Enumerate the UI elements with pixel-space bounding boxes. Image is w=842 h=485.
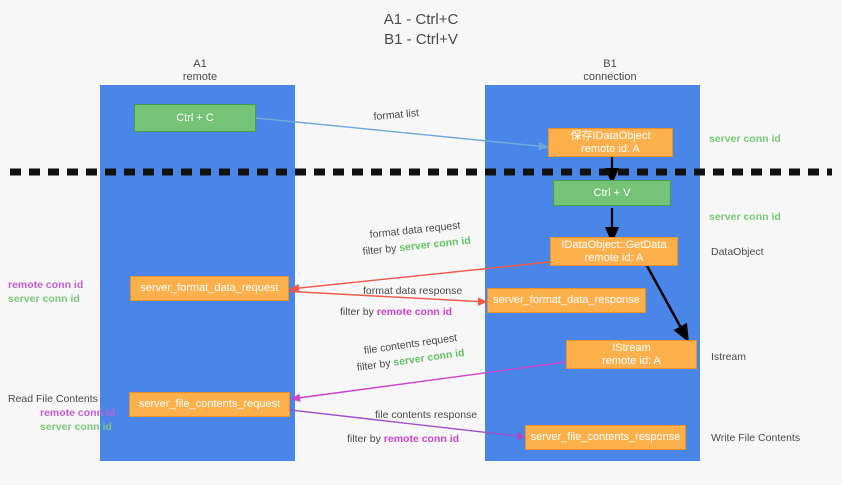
box-server-format-data-request-label: server_format_data_request	[140, 282, 279, 294]
dashed-separator	[10, 168, 832, 176]
left-annotation-server-conn-id: server conn id	[40, 421, 112, 433]
lane-header-b1: B1 connection	[530, 58, 690, 84]
right-annotation-server-conn-id-top: server conn id	[709, 133, 781, 145]
box-idataobject-label: 保存IDataObject	[570, 129, 651, 142]
arrow-file-contents-request	[290, 361, 567, 402]
right-annotation-istream: Istream	[711, 351, 747, 363]
box-ctrl-v-label: Ctrl + V	[593, 186, 631, 199]
arrow-format-list	[255, 117, 549, 151]
lane-header-b1-name: B1	[603, 58, 617, 70]
box-ctrl-c[interactable]: Ctrl + C	[134, 104, 256, 132]
right-annotation-write-file-contents: Write File Contents	[711, 432, 801, 444]
left-annotation-remote-conn-id: remote conn id	[40, 407, 116, 419]
title-line-2: B1 - Ctrl+V	[384, 31, 458, 48]
box-ctrl-v[interactable]: Ctrl + V	[553, 180, 671, 206]
box-server-format-data-response-label: server_format_data_response	[493, 294, 640, 306]
edge-label-file-contents-response-filter: filter by remote conn id	[347, 432, 459, 446]
title-line-1: A1 - Ctrl+C	[383, 11, 459, 28]
box-ctrl-c-label: Ctrl + C	[176, 111, 214, 124]
box-server-file-contents-request-label: server_file_contents_request	[138, 398, 281, 410]
box-istream-sub: remote id: A	[602, 354, 661, 367]
left-annotation-read-file-contents: Read File Contents	[8, 393, 98, 405]
box-istream-label: IStream	[612, 341, 651, 354]
box-idataobject-sub: remote id: A	[581, 142, 640, 155]
edge-label-format-data-response: format data response	[363, 285, 463, 297]
page-title: A1 - Ctrl+C B1 - Ctrl+V	[0, 10, 842, 50]
right-annotation-dataobject: DataObject	[711, 246, 764, 258]
filter-value-remote-conn-id: remote conn id	[376, 306, 453, 318]
box-server-file-contents-response[interactable]: server_file_contents_response	[525, 425, 686, 450]
lane-header-b1-subtitle: connection	[583, 71, 637, 83]
lane-header-a1: A1 remote	[120, 58, 280, 84]
filter-prefix: filter by	[362, 242, 400, 258]
filter-value-remote-conn-id: remote conn id	[383, 433, 460, 445]
box-istream[interactable]: IStream remote id: A	[566, 340, 697, 369]
box-idataobject[interactable]: 保存IDataObject remote id: A	[548, 128, 673, 157]
edge-label-format-data-response-filter: filter by remote conn id	[340, 305, 452, 319]
left-annotation-group-1: remote conn id server conn id	[8, 278, 83, 306]
box-getdata[interactable]: IDataObject::GetData remote id: A	[550, 237, 678, 266]
lane-header-a1-subtitle: remote	[182, 71, 218, 83]
lane-header-a1-name: A1	[193, 58, 207, 70]
edge-label-file-contents-response: file contents response	[375, 409, 478, 421]
filter-prefix: filter by	[347, 433, 384, 445]
box-getdata-label: IDataObject::GetData	[561, 238, 667, 251]
box-server-format-data-request[interactable]: server_format_data_request	[130, 276, 289, 301]
box-server-file-contents-response-label: server_file_contents_response	[530, 431, 681, 443]
left-annotation-server-conn-id: server conn id	[8, 293, 80, 305]
arrow-getdata-to-istream	[644, 263, 689, 343]
box-server-file-contents-request[interactable]: server_file_contents_request	[129, 392, 290, 417]
left-annotation-remote-conn-id: remote conn id	[8, 279, 84, 291]
right-annotation-server-conn-id-mid: server conn id	[709, 211, 781, 223]
left-annotation-group-2: Read File Contents remote conn id server…	[8, 392, 115, 434]
filter-prefix: filter by	[340, 306, 377, 318]
arrow-format-data-request	[289, 261, 551, 293]
box-server-format-data-response[interactable]: server_format_data_response	[487, 288, 646, 313]
box-getdata-sub: remote id: A	[584, 251, 644, 264]
